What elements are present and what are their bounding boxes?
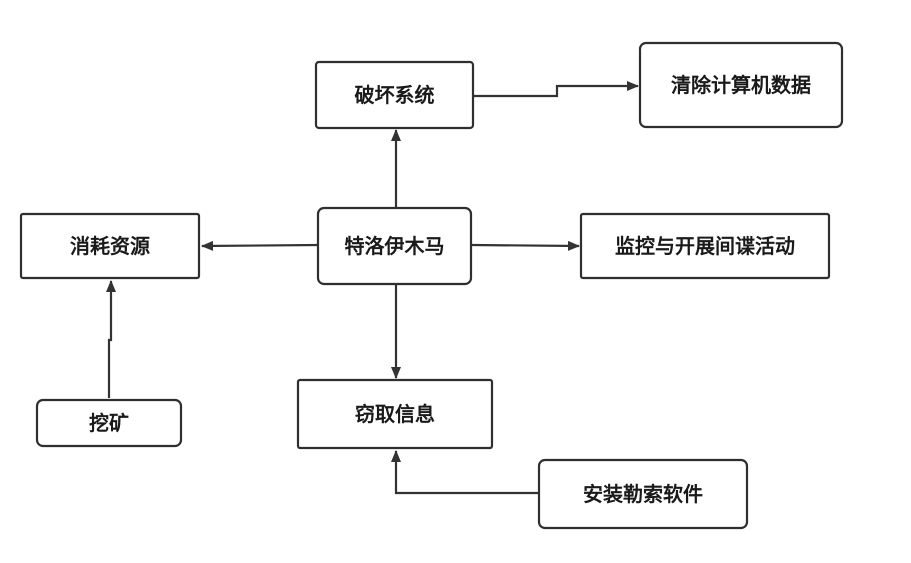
node-destroy-system: 破坏系统 [314,60,475,130]
edge-mining-to-consume-resources [106,280,116,398]
node-clear-data: 清除计算机数据 [638,41,844,129]
node-install-ransomware-label: 安装勒索软件 [583,482,703,506]
node-steal-info: 窃取信息 [296,378,494,450]
edge-trojan-to-monitor-spy [471,240,580,251]
node-clear-data-label: 清除计算机数据 [671,73,811,97]
node-trojan: 特洛伊木马 [316,206,473,286]
edge-ransomware-to-steal-info [391,450,538,495]
node-mining-label: 挖矿 [89,411,129,435]
node-install-ransomware: 安装勒索软件 [537,458,749,530]
node-steal-info-label: 窃取信息 [355,402,435,426]
node-consume-resources: 消耗资源 [19,212,201,280]
node-trojan-label: 特洛伊木马 [345,234,445,258]
node-monitor-spy: 监控与开展间谍活动 [579,212,831,280]
node-mining: 挖矿 [35,398,183,448]
node-monitor-spy-label: 监控与开展间谍活动 [615,234,795,258]
edge-trojan-to-consume-resources [201,240,319,251]
node-destroy-system-label: 破坏系统 [355,83,435,107]
edge-destroy-system-to-clear-data [474,81,639,98]
edges [106,81,639,495]
node-consume-resources-label: 消耗资源 [70,234,150,258]
